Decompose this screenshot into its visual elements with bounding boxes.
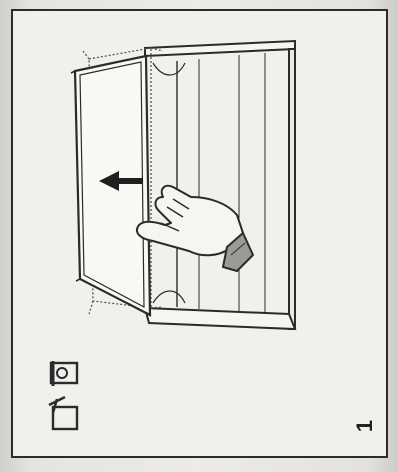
pull-off-icon bbox=[49, 397, 77, 429]
door-removal-illustration bbox=[13, 11, 390, 460]
door-reversal-icon bbox=[51, 361, 77, 386]
hand bbox=[137, 186, 253, 271]
step-number: 1 bbox=[352, 416, 378, 436]
instruction-panel: 1 bbox=[11, 9, 388, 458]
